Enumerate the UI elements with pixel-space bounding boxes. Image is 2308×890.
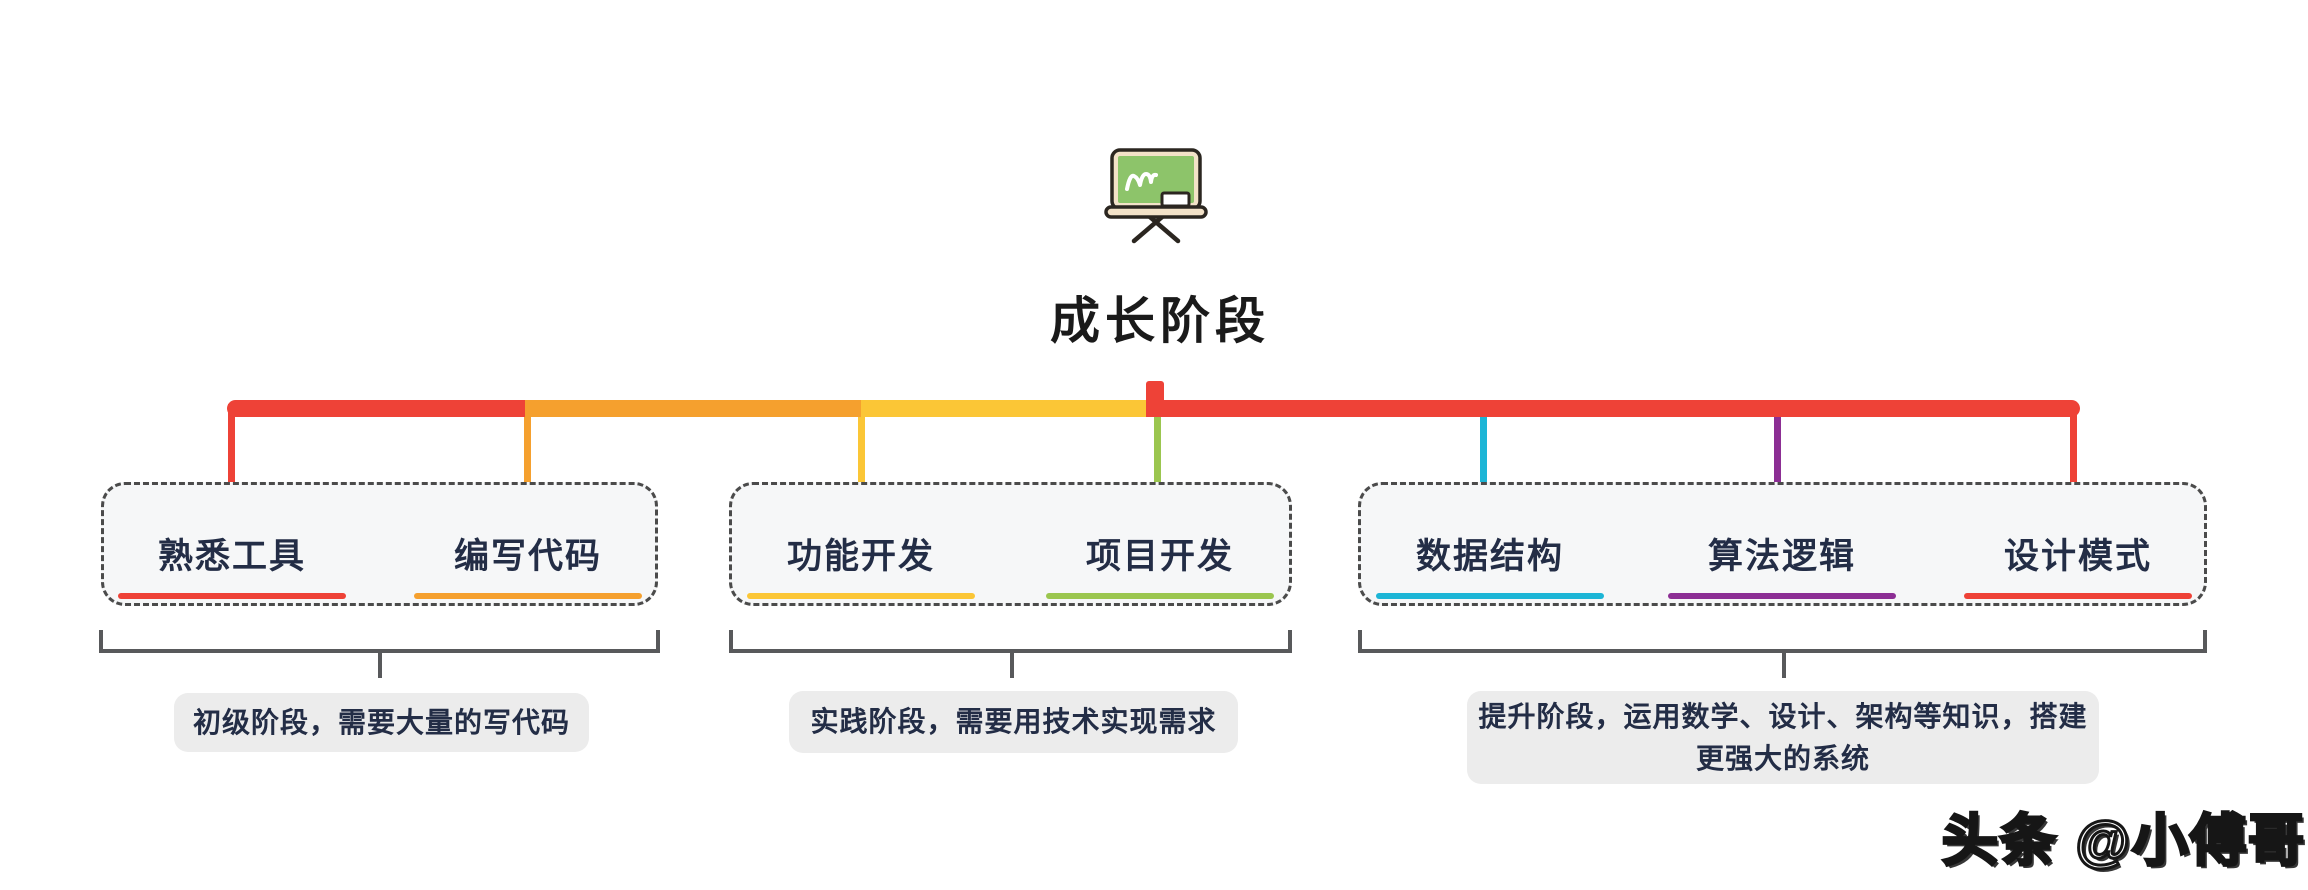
summary-bracket-3: [1358, 630, 2207, 678]
bracket-left-stub: [729, 630, 733, 653]
topic-shuxi-gongju: 熟悉工具: [102, 528, 362, 599]
boundary-box-3: [1358, 482, 2207, 606]
topic-shuju-jiegou: 数据结构: [1360, 528, 1620, 599]
branch-connector-cyan: [1480, 404, 1487, 504]
topic-sheji-moshi: 设计模式: [1948, 528, 2208, 599]
bracket-center-stub: [1782, 649, 1786, 678]
topic-bianxie-daima: 编写代码: [398, 528, 658, 599]
trunk-segment-red-left: [227, 400, 525, 417]
trunk-segment-red-right: [1146, 400, 2080, 417]
topic-underline: [414, 593, 642, 599]
topic-label: 项目开发: [1085, 537, 1234, 576]
branch-connector-yellow: [858, 404, 865, 504]
topic-label: 编写代码: [453, 537, 602, 576]
topic-label: 设计模式: [2003, 537, 2152, 576]
boundary-box-1: [101, 482, 658, 606]
branch-connector-red-2: [2070, 404, 2077, 504]
branch-connector-orange: [524, 404, 531, 504]
summary-text-line-2: 更强大的系统: [1695, 742, 1870, 774]
topic-underline: [1668, 593, 1896, 599]
summary-label-3: 提升阶段，运用数学、设计、架构等知识，搭建 更强大的系统: [1467, 691, 2099, 784]
bracket-left-stub: [99, 630, 103, 653]
summary-text: 初级阶段，需要大量的写代码: [192, 706, 570, 738]
central-topic-title: 成长阶段: [1050, 293, 1270, 349]
topic-label: 功能开发: [786, 537, 935, 576]
topic-underline: [1046, 593, 1274, 599]
topic-suanfa-luoji: 算法逻辑: [1652, 528, 1912, 599]
topic-underline: [118, 593, 346, 599]
summary-bracket-1: [99, 630, 660, 678]
bracket-right-stub: [2203, 630, 2207, 653]
branch-connector-purple: [1774, 404, 1781, 504]
topic-gongneng-kaifa: 功能开发: [731, 528, 991, 599]
blackboard-icon: [1104, 148, 1208, 244]
topic-label: 数据结构: [1415, 537, 1564, 576]
trunk-segment-orange: [525, 400, 861, 417]
boundary-box-2: [729, 482, 1292, 606]
summary-text: 实践阶段，需要用技术实现需求: [810, 706, 1217, 737]
topic-xiangmu-kaifa: 项目开发: [1030, 528, 1290, 599]
topic-label: 算法逻辑: [1707, 537, 1856, 576]
branch-connector-green: [1154, 404, 1161, 504]
bracket-center-stub: [378, 649, 382, 678]
summary-bracket-2: [729, 630, 1292, 678]
summary-text-line-1: 提升阶段，运用数学、设计、架构等知识，搭建: [1478, 700, 2088, 732]
bracket-center-stub: [1010, 649, 1014, 678]
topic-label: 熟悉工具: [157, 537, 306, 576]
bracket-right-stub: [656, 630, 660, 653]
topic-underline: [1964, 593, 2192, 599]
topic-underline: [747, 593, 975, 599]
trunk-segment-yellow: [861, 400, 1146, 417]
bracket-right-stub: [1288, 630, 1292, 653]
summary-label-2: 实践阶段，需要用技术实现需求: [789, 691, 1238, 753]
bracket-left-stub: [1358, 630, 1362, 653]
summary-label-1: 初级阶段，需要大量的写代码: [174, 693, 589, 752]
topic-underline: [1376, 593, 1604, 599]
toutiao-watermark: 头条 @小傅哥: [1940, 808, 2306, 874]
central-stem-connector: [1146, 381, 1164, 402]
branch-connector-red-1: [228, 404, 235, 504]
